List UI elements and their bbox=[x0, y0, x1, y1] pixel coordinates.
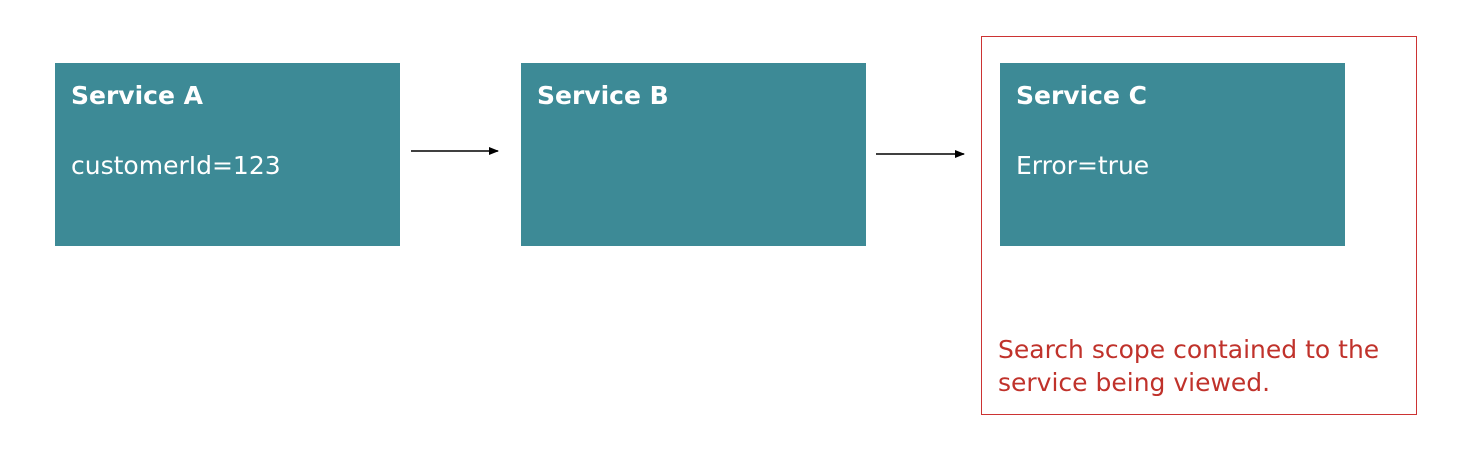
service-c-box: Service C Error=true bbox=[1000, 63, 1345, 246]
search-scope-frame: Search scope contained to the service be… bbox=[981, 36, 1417, 415]
service-a-box: Service A customerId=123 bbox=[55, 63, 400, 246]
service-c-title: Service C bbox=[1016, 81, 1147, 110]
service-a-attribute: customerId=123 bbox=[71, 151, 281, 180]
service-c-attribute: Error=true bbox=[1016, 151, 1150, 180]
service-a-title: Service A bbox=[71, 81, 203, 110]
service-b-title: Service B bbox=[537, 81, 669, 110]
search-scope-note: Search scope contained to the service be… bbox=[998, 335, 1380, 397]
service-b-box: Service B bbox=[521, 63, 866, 246]
